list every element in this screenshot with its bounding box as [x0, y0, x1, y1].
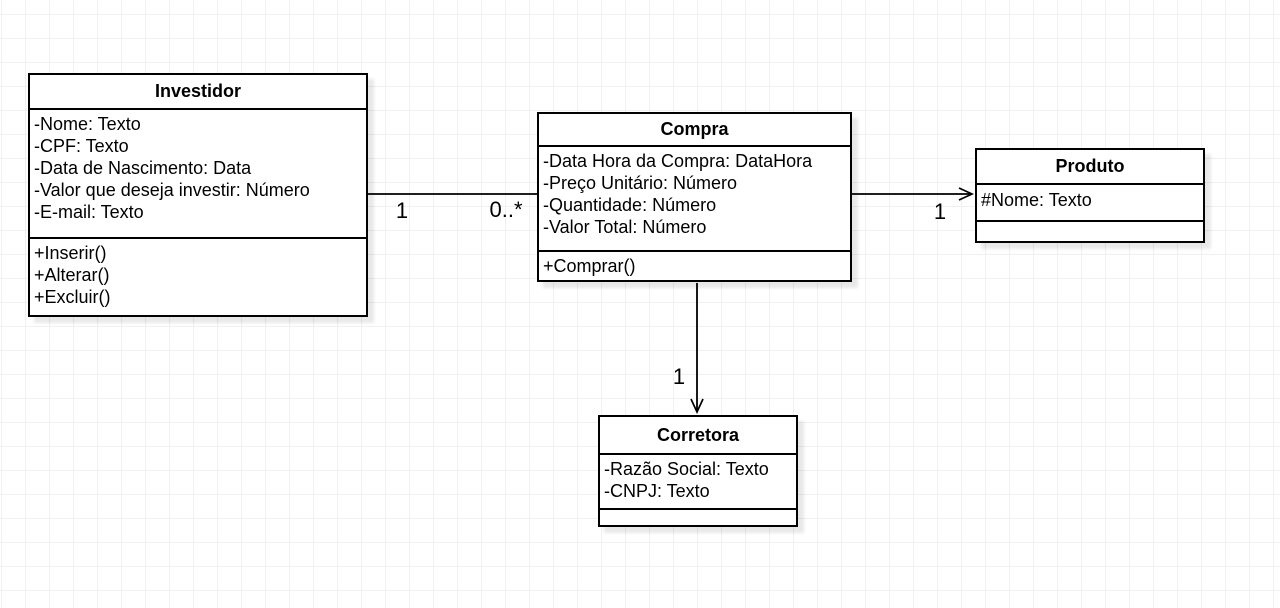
class-produto-attributes[interactable]: #Nome: Texto	[977, 185, 1203, 222]
class-investidor-attributes[interactable]: -Nome: Texto -CPF: Texto -Data de Nascim…	[30, 110, 366, 239]
method: +Alterar()	[34, 265, 110, 285]
attribute: -Quantidade: Número	[543, 195, 717, 215]
attribute: -CPF: Texto	[34, 136, 129, 156]
class-compra-methods[interactable]: +Comprar()	[539, 252, 850, 280]
class-compra[interactable]: Compra -Data Hora da Compra: DataHora -P…	[537, 112, 852, 282]
attribute: -E-mail: Texto	[34, 202, 144, 222]
attribute: -Razão Social: Texto	[604, 459, 769, 479]
class-corretora-title[interactable]: Corretora	[600, 417, 796, 455]
multiplicity-compra-side[interactable]: 0..*	[489, 197, 523, 222]
attribute: -Preço Unitário: Número	[543, 173, 738, 193]
multiplicity-produto-side[interactable]: 1	[933, 199, 947, 224]
attribute: -Valor Total: Número	[543, 217, 707, 237]
attribute: -Nome: Texto	[34, 114, 141, 134]
class-compra-attributes[interactable]: -Data Hora da Compra: DataHora -Preço Un…	[539, 147, 850, 252]
class-corretora-methods[interactable]	[600, 510, 796, 525]
class-corretora[interactable]: Corretora -Razão Social: Texto -CNPJ: Te…	[598, 415, 798, 527]
multiplicity-investidor-side[interactable]: 1	[395, 198, 409, 223]
multiplicity-corretora-side[interactable]: 1	[672, 364, 686, 389]
class-produto-title[interactable]: Produto	[977, 150, 1203, 185]
class-investidor[interactable]: Investidor -Nome: Texto -CPF: Texto -Dat…	[28, 73, 368, 317]
method: +Comprar()	[543, 256, 636, 276]
attribute: -Valor que deseja investir: Número	[34, 180, 310, 200]
attribute: #Nome: Texto	[981, 190, 1092, 210]
attribute: -Data de Nascimento: Data	[34, 158, 252, 178]
class-corretora-attributes[interactable]: -Razão Social: Texto -CNPJ: Texto	[600, 455, 796, 510]
method: +Excluir()	[34, 287, 111, 307]
attribute: -CNPJ: Texto	[604, 481, 710, 501]
class-investidor-methods[interactable]: +Inserir() +Alterar() +Excluir()	[30, 239, 366, 315]
class-produto[interactable]: Produto #Nome: Texto	[975, 148, 1205, 243]
class-compra-title[interactable]: Compra	[539, 114, 850, 147]
class-produto-methods[interactable]	[977, 222, 1203, 241]
class-investidor-title[interactable]: Investidor	[30, 75, 366, 110]
method: +Inserir()	[34, 243, 107, 263]
attribute: -Data Hora da Compra: DataHora	[543, 151, 813, 171]
